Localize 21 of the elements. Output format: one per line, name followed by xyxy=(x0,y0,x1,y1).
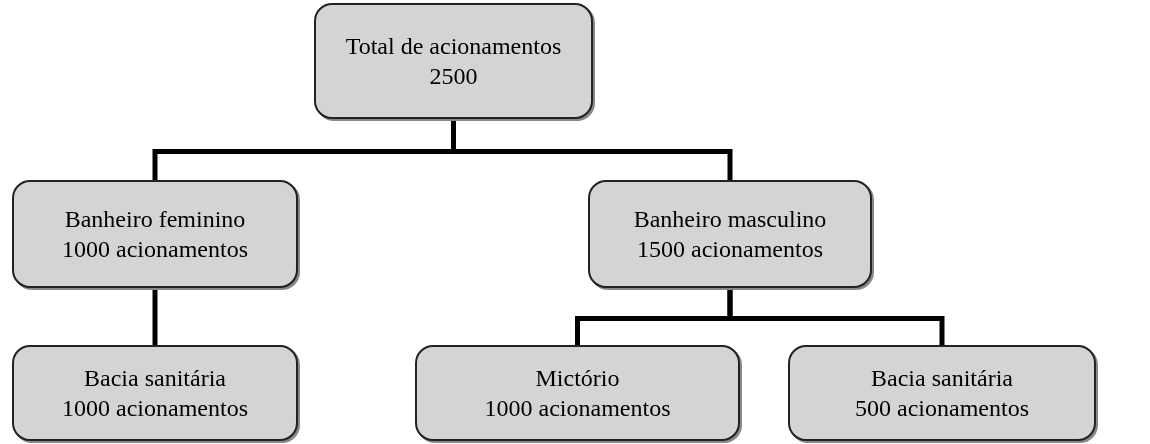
node-text: Mictório xyxy=(535,364,620,393)
node-text: Banheiro feminino xyxy=(64,205,246,234)
node-text: Bacia sanitária xyxy=(871,364,1013,393)
node-text: 1000 acionamentos xyxy=(62,235,248,264)
node-box xyxy=(12,345,298,441)
connector-line xyxy=(451,119,733,180)
node-text: Banheiro masculino xyxy=(633,205,827,234)
node-box xyxy=(588,180,872,288)
node-text: Total de acionamentos xyxy=(345,32,562,61)
node-box xyxy=(12,180,298,288)
node-text: Bacia sanitária xyxy=(84,364,226,393)
node-text: 1500 acionamentos xyxy=(637,235,823,264)
node-text: 2500 xyxy=(429,62,478,91)
node-text: 1000 acionamentos xyxy=(484,394,671,423)
connector-line xyxy=(152,288,158,345)
connector-line xyxy=(727,288,945,345)
node-box xyxy=(788,345,1096,441)
node-text: 500 acionamentos xyxy=(855,394,1029,423)
node-box xyxy=(415,345,740,441)
node-box xyxy=(314,3,593,119)
node-text: 1000 acionamentos xyxy=(62,394,248,423)
